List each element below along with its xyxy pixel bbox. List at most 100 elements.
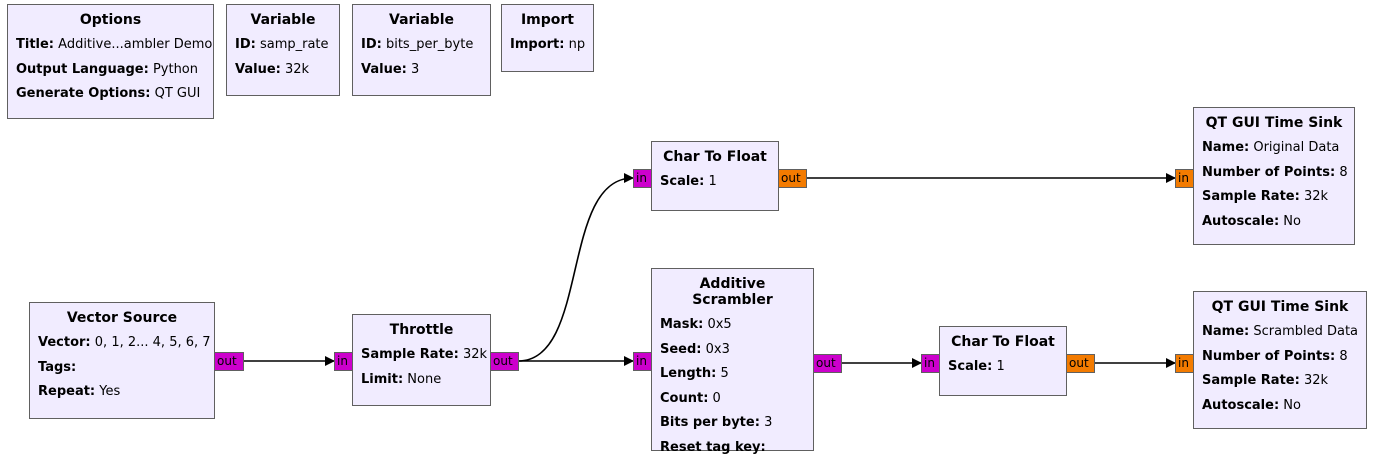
param-label: Title:	[16, 37, 55, 52]
param-value: QT GUI	[154, 86, 201, 101]
param-value: None	[407, 371, 442, 387]
param-label: Mask:	[660, 317, 704, 332]
param-label: Limit:	[361, 371, 404, 387]
param-value: 32k	[1303, 373, 1329, 388]
param-vector: Vector: 0, 1, 2... 4, 5, 6, 7	[38, 331, 211, 356]
vector-source-out-port[interactable]: out	[214, 352, 244, 371]
param-output-language: Output Language: Python	[16, 58, 205, 83]
block-title: QT GUI Time Sink	[1211, 299, 1349, 315]
param-count: Count: 0	[660, 387, 805, 412]
param-label: Value:	[235, 61, 281, 77]
param-value-row: Value: 32k	[235, 58, 331, 83]
param-value: 0x5	[707, 317, 732, 332]
char-to-float-2-block[interactable]: Char To Float Scale: 1	[939, 326, 1067, 396]
param-label: Sample Rate:	[361, 347, 459, 362]
param-value: No	[1283, 213, 1301, 229]
param-value: np	[568, 37, 586, 52]
char-to-float-1-out-port[interactable]: out	[778, 169, 807, 188]
param-value: No	[1283, 397, 1301, 413]
param-mask: Mask: 0x5	[660, 313, 805, 338]
additive-scrambler-in-port[interactable]: in	[633, 352, 652, 371]
block-title: Char To Float	[663, 149, 767, 165]
block-title: Options	[79, 12, 142, 28]
param-label: Bits per byte:	[660, 415, 760, 430]
param-label: Import:	[510, 37, 565, 52]
throttle-out-port[interactable]: out	[490, 352, 519, 371]
param-value: 0x3	[705, 341, 730, 357]
time-sink-1-in-port[interactable]: in	[1175, 169, 1194, 188]
param-value: 1	[996, 359, 1005, 374]
param-value: 32k	[1303, 189, 1329, 204]
additive-scrambler-block[interactable]: Additive Scrambler Mask: 0x5 Seed: 0x3 L…	[651, 268, 814, 455]
import-block[interactable]: Import Import: np	[501, 4, 594, 72]
param-name: Name: Original Data	[1202, 136, 1346, 161]
throttle-block[interactable]: Throttle Sample Rate: 32k Limit: None	[352, 314, 491, 406]
param-sample-rate: Sample Rate: 32k	[361, 343, 487, 368]
vector-source-block[interactable]: Vector Source Vector: 0, 1, 2... 4, 5, 6…	[29, 302, 215, 419]
param-label: Autoscale:	[1202, 397, 1280, 413]
variable-bits-per-byte-block[interactable]: Variable ID: bits_per_byte Value: 3	[352, 4, 491, 96]
param-label: ID:	[235, 37, 256, 52]
param-label: Count:	[660, 390, 709, 406]
param-value: 1	[708, 174, 717, 189]
param-limit: Limit: None	[361, 368, 482, 393]
param-value: 0, 1, 2... 4, 5, 6, 7	[94, 335, 211, 350]
param-label: Sample Rate:	[1202, 189, 1300, 204]
param-label: Number of Points:	[1202, 164, 1336, 180]
param-value: 8	[1339, 348, 1348, 364]
options-block[interactable]: Options Title: Additive...ambler Demo Ou…	[7, 4, 214, 119]
variable-samp-rate-block[interactable]: Variable ID: samp_rate Value: 32k	[226, 4, 340, 96]
param-value: Scrambled Data	[1253, 324, 1359, 339]
param-value: 3	[411, 61, 420, 77]
param-id: ID: samp_rate	[235, 33, 331, 58]
block-title: Throttle	[389, 322, 454, 338]
param-seed: Seed: 0x3	[660, 338, 805, 363]
param-label: Scale:	[948, 359, 993, 374]
param-label: Name:	[1202, 324, 1250, 339]
char-to-float-2-in-port[interactable]: in	[921, 354, 940, 373]
param-name: Name: Scrambled Data	[1202, 320, 1358, 345]
param-label: Repeat:	[38, 384, 96, 399]
param-value: 0	[712, 390, 721, 406]
block-title: Additive Scrambler	[692, 276, 773, 308]
param-value: Python	[152, 61, 198, 77]
param-label: Name:	[1202, 140, 1250, 155]
char-to-float-1-block[interactable]: Char To Float Scale: 1	[651, 141, 779, 211]
param-sample-rate: Sample Rate: 32k	[1202, 185, 1346, 210]
char-to-float-2-out-port[interactable]: out	[1066, 354, 1095, 373]
char-to-float-1-in-port[interactable]: in	[633, 169, 652, 188]
time-sink-1-block[interactable]: QT GUI Time Sink Name: Original Data Num…	[1193, 107, 1355, 245]
param-label: ID:	[361, 37, 382, 52]
param-value: Yes	[99, 384, 121, 399]
param-autoscale: Autoscale: No	[1202, 394, 1358, 419]
block-title: Char To Float	[951, 334, 1055, 350]
param-label: Sample Rate:	[1202, 373, 1300, 388]
param-label: Length:	[660, 366, 717, 381]
param-label: Reset tag key:	[660, 439, 766, 455]
param-import: Import: np	[510, 33, 585, 58]
param-sample-rate: Sample Rate: 32k	[1202, 369, 1358, 394]
time-sink-2-in-port[interactable]: in	[1175, 354, 1194, 373]
additive-scrambler-out-port[interactable]: out	[813, 354, 842, 373]
param-value: samp_rate	[259, 37, 329, 52]
param-id: ID: bits_per_byte	[361, 33, 482, 58]
block-title: QT GUI Time Sink	[1205, 115, 1343, 131]
param-label: Scale:	[660, 174, 705, 189]
param-value: 5	[720, 366, 729, 381]
param-tags: Tags:	[38, 356, 206, 381]
param-value: 32k	[285, 61, 310, 77]
param-label: Number of Points:	[1202, 348, 1336, 364]
block-title: Import	[520, 12, 575, 28]
throttle-in-port[interactable]: in	[334, 352, 353, 371]
param-number-of-points: Number of Points: 8	[1202, 161, 1348, 186]
time-sink-2-block[interactable]: QT GUI Time Sink Name: Scrambled Data Nu…	[1193, 291, 1367, 429]
param-scale: Scale: 1	[948, 355, 1058, 380]
param-label: Autoscale:	[1202, 213, 1280, 229]
param-value: bits_per_byte	[385, 37, 474, 52]
param-generate-options: Generate Options: QT GUI	[16, 82, 205, 107]
param-number-of-points: Number of Points: 8	[1202, 345, 1358, 370]
wire-throttle-to-char-to-float-1[interactable]	[517, 173, 634, 362]
block-title: Variable	[250, 12, 316, 28]
param-autoscale: Autoscale: No	[1202, 210, 1346, 235]
